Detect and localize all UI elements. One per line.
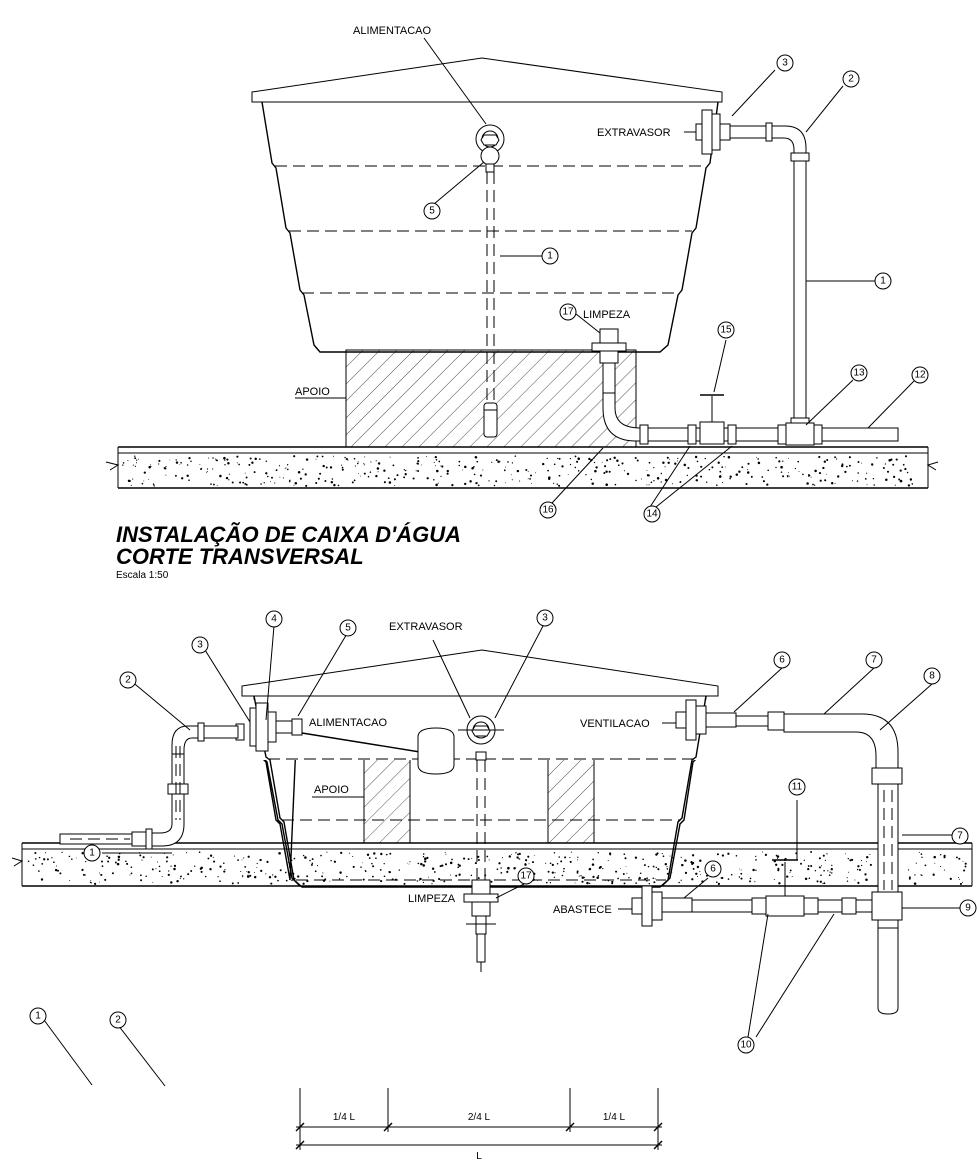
top-cleaning-pipe bbox=[591, 328, 899, 446]
item-marker-number: 7 bbox=[957, 831, 963, 842]
item-marker-circle bbox=[539, 501, 557, 519]
item-marker-number: 6 bbox=[710, 864, 716, 875]
item-marker-circle bbox=[536, 609, 554, 627]
item-marker-number: 3 bbox=[542, 613, 548, 624]
drawing-scale: Escala 1:50 bbox=[116, 570, 169, 581]
item-marker-circle bbox=[737, 1036, 755, 1054]
item-marker-number: 14 bbox=[646, 509, 658, 520]
bottom-supply-pipe bbox=[631, 859, 903, 1015]
bottom-view: APOIO ALIMENTACAO bbox=[11, 609, 977, 1162]
drawing-title-line2: CORTE TRANSVERSAL bbox=[116, 544, 364, 569]
bottom-limpeza-label: LIMPEZA bbox=[408, 893, 456, 905]
item-marker-number: 1 bbox=[35, 1011, 41, 1022]
item-marker-number: 8 bbox=[929, 671, 935, 682]
dimension-quarter-left: 1/4 L bbox=[333, 1112, 356, 1123]
bottom-apoio-label: APOIO bbox=[314, 784, 349, 796]
item-marker-number: 2 bbox=[848, 74, 854, 85]
item-marker-circle bbox=[788, 778, 806, 796]
bottom-vent-pipe bbox=[675, 699, 903, 895]
dimension-total: L bbox=[476, 1151, 482, 1162]
bottom-alimentacao-label: ALIMENTACAO bbox=[309, 717, 387, 729]
bottom-feed-pipe bbox=[59, 722, 245, 850]
top-leaders bbox=[433, 69, 915, 508]
item-marker-circle bbox=[717, 321, 735, 339]
item-marker-number: 4 bbox=[271, 614, 277, 625]
item-marker-circle bbox=[559, 303, 577, 321]
item-marker-circle bbox=[773, 651, 791, 669]
item-marker-number: 16 bbox=[542, 505, 554, 516]
item-marker-circle bbox=[704, 860, 722, 878]
item-marker-circle bbox=[265, 610, 283, 628]
bottom-ground-slab bbox=[11, 842, 973, 887]
top-inlet-valve bbox=[475, 124, 505, 438]
bottom-extravasor-label: EXTRAVASOR bbox=[389, 621, 463, 633]
item-marker-number: 1 bbox=[89, 848, 95, 859]
item-marker-number: 9 bbox=[965, 903, 971, 914]
item-marker-circle bbox=[119, 671, 137, 689]
bottom-cleaning-pipe bbox=[463, 879, 499, 972]
top-limpeza-label: LIMPEZA bbox=[583, 309, 631, 321]
bottom-abastece-label: ABASTECE bbox=[553, 904, 612, 916]
item-marker-circle bbox=[83, 844, 101, 862]
item-marker-number: 13 bbox=[853, 368, 865, 379]
dimension-quarter-right: 1/4 L bbox=[603, 1112, 626, 1123]
concrete-texture bbox=[27, 851, 967, 886]
item-marker-circle bbox=[776, 54, 794, 72]
item-marker-circle bbox=[959, 899, 977, 917]
item-marker-number: 1 bbox=[880, 276, 886, 287]
item-marker-number: 12 bbox=[914, 370, 926, 381]
concrete-texture bbox=[122, 455, 914, 487]
bottom-ventilacao-label: VENTILACAO bbox=[580, 718, 650, 730]
item-marker-number: 7 bbox=[871, 655, 877, 666]
drawing-title-line1: INSTALAÇÃO DE CAIXA D'ÁGUA bbox=[116, 522, 461, 547]
top-apoio-label: APOIO bbox=[295, 386, 330, 398]
top-alimentacao-label: ALIMENTACAO bbox=[353, 25, 431, 37]
item-marker-number: 2 bbox=[125, 675, 131, 686]
item-marker-number: 2 bbox=[115, 1015, 121, 1026]
item-marker-circle bbox=[911, 366, 929, 384]
item-marker-circle bbox=[541, 247, 559, 265]
item-marker-number: 6 bbox=[779, 655, 785, 666]
item-marker-circle bbox=[865, 651, 883, 669]
item-marker-circle bbox=[874, 272, 892, 290]
item-marker-number: 17 bbox=[562, 307, 574, 318]
bottom-overflow-valve bbox=[458, 715, 504, 900]
bottom-leaders bbox=[43, 625, 968, 1087]
item-marker-circle bbox=[951, 827, 969, 845]
item-marker-number: 11 bbox=[792, 782, 803, 793]
item-marker-number: 5 bbox=[429, 206, 435, 217]
bottom-water-tank bbox=[241, 649, 719, 887]
top-view: APOIO ALIMENTACAO bbox=[105, 25, 939, 581]
dimension-lines bbox=[295, 1088, 663, 1150]
item-marker-number: 10 bbox=[740, 1040, 752, 1051]
bottom-support-left bbox=[363, 749, 411, 844]
top-water-tank bbox=[251, 57, 723, 353]
item-marker-circle bbox=[517, 867, 535, 885]
item-marker-circle bbox=[423, 202, 441, 220]
item-marker-circle bbox=[850, 364, 868, 382]
item-marker-number: 5 bbox=[345, 623, 351, 634]
item-marker-number: 3 bbox=[197, 640, 203, 651]
item-marker-circle bbox=[643, 505, 661, 523]
top-ground-slab bbox=[105, 446, 939, 489]
item-marker-number: 1 bbox=[547, 251, 553, 262]
item-marker-number: 17 bbox=[520, 871, 532, 882]
item-marker-circle bbox=[339, 619, 357, 637]
item-marker-circle bbox=[923, 667, 941, 685]
bottom-support-right bbox=[547, 749, 595, 844]
item-marker-circle bbox=[842, 70, 860, 88]
top-overflow-pipe bbox=[695, 109, 810, 427]
dimension-half: 2/4 L bbox=[468, 1112, 491, 1123]
item-marker-number: 15 bbox=[720, 325, 732, 336]
bottom-float-valve bbox=[249, 702, 455, 775]
top-extravasor-label: EXTRAVASOR bbox=[597, 127, 671, 139]
item-marker-number: 3 bbox=[782, 58, 788, 69]
item-marker-circle bbox=[109, 1011, 127, 1029]
item-marker-circle bbox=[29, 1007, 47, 1025]
item-marker-circle bbox=[191, 636, 209, 654]
